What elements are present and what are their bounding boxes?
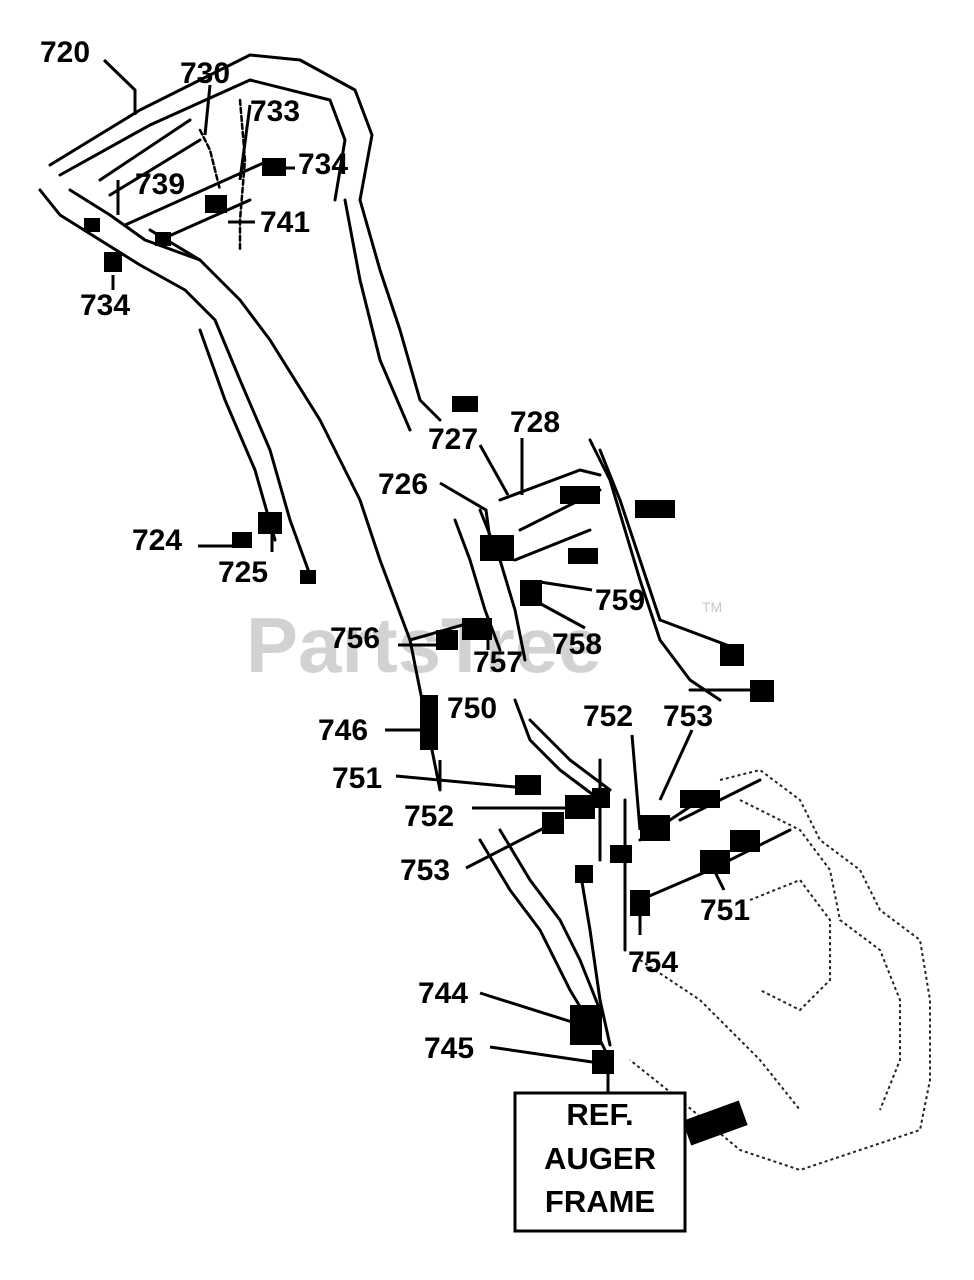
ref-box-line-1: REF. [566,1097,633,1132]
ref-box-line-3: FRAME [545,1184,655,1219]
part-label-750: 750 [447,692,497,725]
ref-box-line-2: AUGER [544,1141,656,1176]
part-label-756: 756 [330,622,380,655]
part-label-744: 744 [418,977,468,1010]
part-label-745: 745 [424,1032,474,1065]
part-label-739: 739 [135,168,185,201]
part-label-746: 746 [318,714,368,747]
part-label-724: 724 [132,524,182,557]
part-label-741: 741 [260,206,310,239]
control-rods [418,688,792,1062]
part-label-753-right: 753 [663,700,713,733]
part-label-725: 725 [218,556,268,589]
part-label-730: 730 [180,57,230,90]
part-label-752-right: 752 [583,700,633,733]
part-label-734-left: 734 [80,289,130,322]
handle-assembly [38,53,442,692]
part-label-727: 727 [428,423,478,456]
part-label-751-right: 751 [700,894,750,927]
watermark-trademark: TM [702,599,722,615]
part-label-726: 726 [378,468,428,501]
part-label-728: 728 [510,406,560,439]
leader-lines [102,58,726,1092]
part-label-753-left: 753 [400,854,450,887]
part-label-733: 733 [250,95,300,128]
shift-linkage [408,438,762,702]
part-label-758: 758 [552,628,602,661]
part-label-751-left: 751 [332,762,382,795]
part-label-752-left: 752 [404,800,454,833]
part-label-759: 759 [595,584,645,617]
part-label-734-top: 734 [298,148,348,181]
part-labels: 720 730 733 739 734 741 734 727 728 726 … [40,36,750,1065]
auger-frame-outline [629,768,931,1172]
hardware-parts [84,158,774,1146]
part-label-754: 754 [628,946,678,979]
ref-auger-frame-box: REF. AUGER FRAME [513,1091,687,1233]
part-label-757: 757 [473,646,523,679]
part-label-720: 720 [40,36,90,69]
